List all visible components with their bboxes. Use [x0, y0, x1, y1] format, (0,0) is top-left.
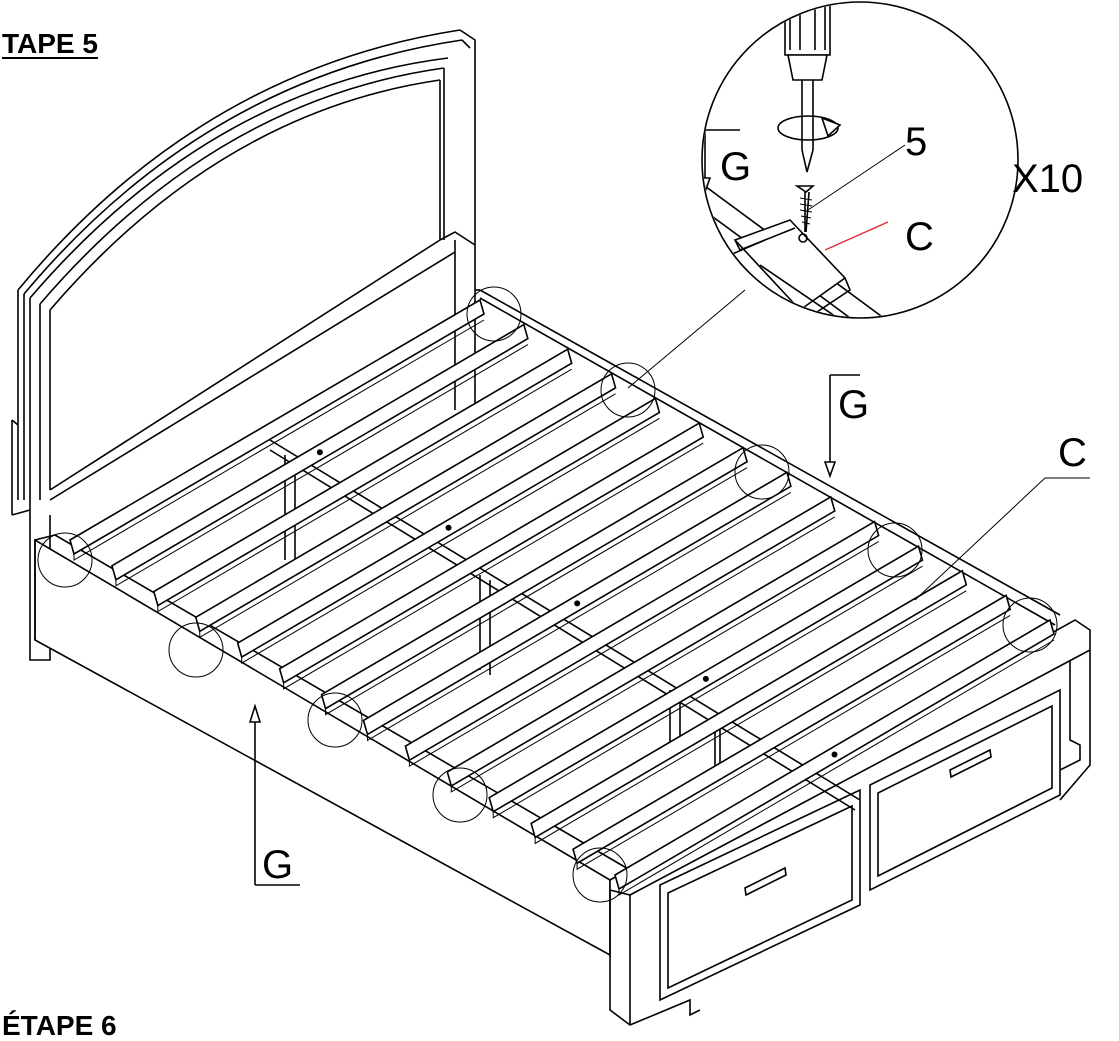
- label-rail-front: G: [262, 843, 293, 887]
- label-quantity: X10: [1012, 157, 1083, 201]
- slat-edge: [199, 393, 616, 639]
- footboard: [609, 619, 1091, 1026]
- slat-edge: [492, 565, 923, 819]
- slat: [446, 520, 880, 788]
- screw-hole: [445, 524, 452, 531]
- slat-edge: [408, 516, 836, 768]
- slat-edge: [157, 368, 572, 613]
- slat-edge: [73, 319, 485, 561]
- slat-edge: [366, 491, 792, 742]
- detail-circle: [168, 622, 224, 678]
- label-rail-zoom: G: [720, 145, 751, 189]
- slat: [278, 421, 705, 685]
- slat: [572, 594, 1012, 865]
- detail-circle: [572, 847, 628, 903]
- label-leaders: [248, 374, 1090, 886]
- label-slat-main: C: [1058, 431, 1087, 475]
- slat: [530, 569, 968, 839]
- detail-circle: [1002, 597, 1058, 653]
- slat-edge: [450, 541, 879, 793]
- headboard: [11, 29, 476, 661]
- detail-circle: [734, 444, 790, 500]
- slat: [69, 298, 485, 556]
- detail-circle-group: [37, 286, 1058, 903]
- slat-edge: [534, 590, 967, 845]
- detail-circle: [37, 532, 93, 588]
- label-slat-zoom: C: [905, 215, 934, 259]
- slat-edge: [115, 344, 529, 587]
- magnified-detail: [701, 1, 1019, 319]
- detail-circle: [307, 692, 363, 748]
- screw-hole: [316, 449, 323, 456]
- slat-group: [69, 298, 1055, 896]
- step-5-heading: TAPE 5: [2, 28, 98, 59]
- detail-circle: [867, 522, 923, 578]
- slat: [152, 348, 573, 607]
- screw-hole: [702, 675, 709, 682]
- detail-circle: [432, 767, 488, 823]
- detail-circle: [466, 286, 522, 342]
- label-rail-right: G: [838, 383, 869, 427]
- screw-hole: [831, 751, 838, 758]
- detail-circle: [600, 362, 656, 418]
- screw-hole: [574, 600, 581, 607]
- slat: [194, 372, 617, 633]
- slat: [404, 495, 836, 762]
- slat-edge: [283, 442, 704, 690]
- slat-edge: [576, 614, 1011, 871]
- rotate-clockwise-icon: [777, 115, 842, 141]
- side-rail-right: [475, 289, 1061, 626]
- label-screw-number: 5: [905, 120, 927, 164]
- slat-edge: [618, 639, 1055, 896]
- slat-edge: [241, 418, 660, 664]
- slat-edge: [325, 467, 748, 716]
- zoom-connector-line: [627, 289, 746, 389]
- slat: [320, 446, 749, 710]
